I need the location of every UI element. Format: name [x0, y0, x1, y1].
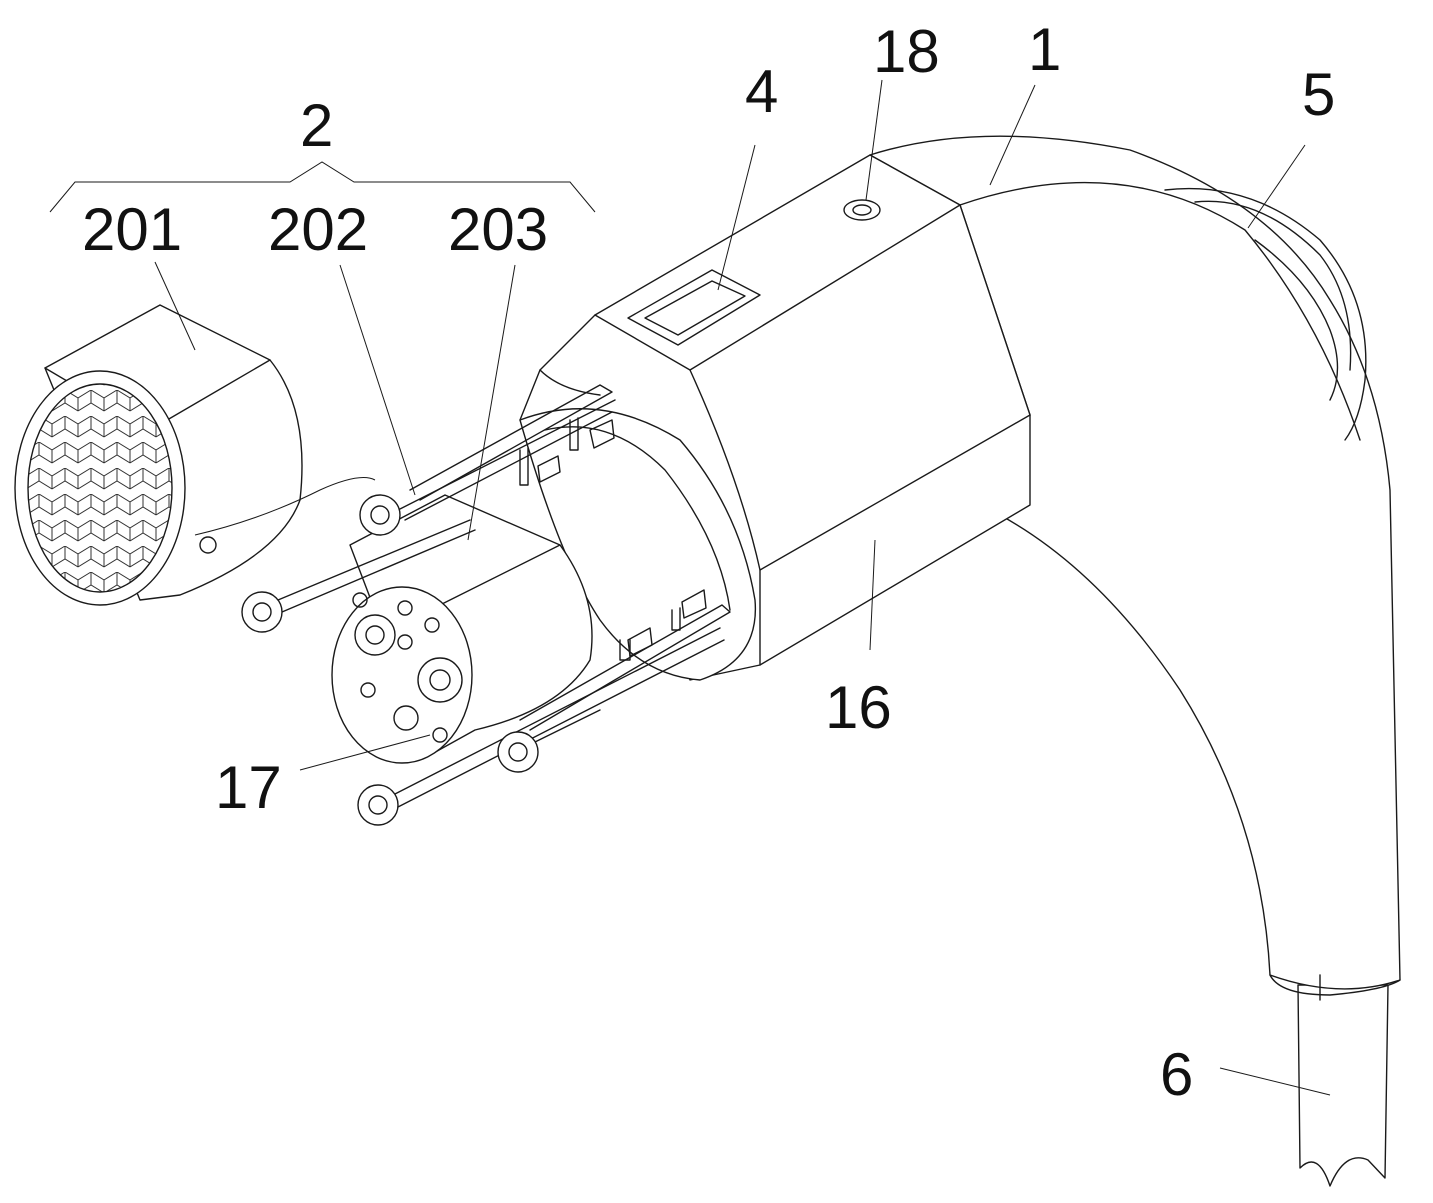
label-6: 6: [1160, 1041, 1193, 1108]
cable: [1298, 985, 1388, 1186]
label-201: 201: [82, 196, 182, 263]
label-1: 1: [1028, 16, 1061, 83]
label-group-2: 2: [300, 92, 333, 159]
label-4: 4: [745, 58, 778, 125]
indicator-button: [844, 200, 880, 220]
label-17: 17: [215, 754, 282, 821]
label-5: 5: [1302, 61, 1335, 128]
label-16: 16: [825, 674, 892, 741]
label-202: 202: [268, 196, 368, 263]
label-203: 203: [448, 196, 548, 263]
label-18: 18: [873, 18, 940, 85]
